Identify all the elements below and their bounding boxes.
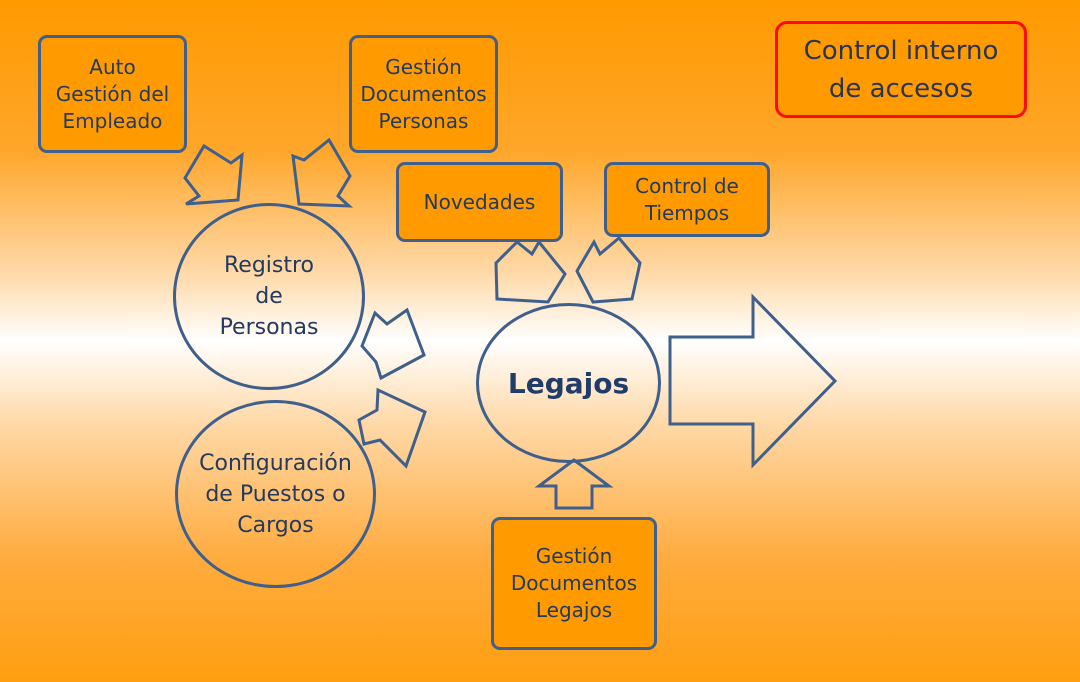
circle-legajos: Legajos bbox=[476, 303, 661, 463]
circle-registro-de-personas: Registro de Personas bbox=[173, 203, 365, 390]
box-auto-gestion: Auto Gestión del Empleado bbox=[38, 35, 187, 153]
arrow-docpersonas-to-registro bbox=[291, 137, 354, 208]
box-gestion-documentos-legajos: Gestión Documentos Legajos bbox=[491, 517, 657, 650]
arrow-auto-to-registro bbox=[183, 143, 244, 206]
arrow-registro-to-legajos bbox=[360, 307, 426, 381]
arrow-config-to-legajos bbox=[357, 387, 427, 469]
arrow-novedades-to-legajos bbox=[494, 239, 567, 304]
box-novedades: Novedades bbox=[396, 162, 563, 242]
arrow-output bbox=[668, 293, 838, 469]
box-gestion-documentos-personas: Gestión Documentos Personas bbox=[349, 35, 498, 153]
control-interno-title: Control interno de accesos bbox=[775, 21, 1027, 118]
arrow-doclegajos-to-legajos bbox=[534, 458, 614, 510]
arrow-tiempos-to-legajos bbox=[575, 235, 642, 304]
box-control-de-tiempos: Control de Tiempos bbox=[604, 162, 770, 237]
circle-configuracion-puestos: Configuración de Puestos o Cargos bbox=[175, 400, 376, 588]
